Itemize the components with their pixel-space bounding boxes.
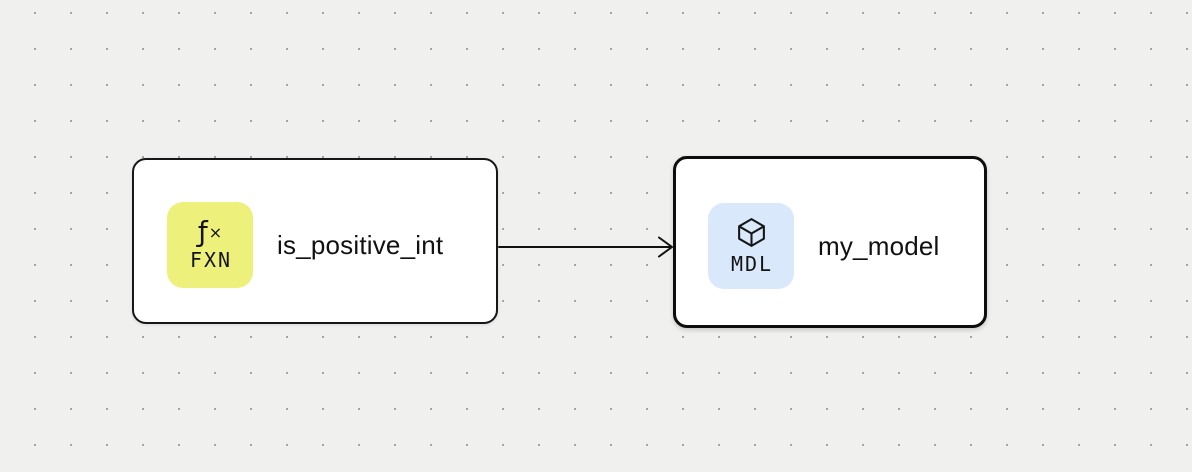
cube-icon <box>737 218 765 247</box>
node-is-positive-int[interactable]: ƒ× FXN is_positive_int <box>132 158 498 324</box>
badge-label: FXN <box>189 248 233 272</box>
function-type-badge: ƒ× FXN <box>167 202 253 288</box>
fx-glyph-x: × <box>208 223 223 242</box>
node-my-model[interactable]: MDL my_model <box>673 156 987 328</box>
node-label: my_model <box>818 230 940 261</box>
fx-icon: ƒ× <box>198 218 222 246</box>
model-type-badge: MDL <box>708 203 794 289</box>
node-content: MDL my_model <box>708 203 940 289</box>
fx-glyph-f: ƒ <box>197 215 208 248</box>
node-content: ƒ× FXN is_positive_int <box>167 202 443 288</box>
edge-is-positive-int-to-my-model[interactable] <box>498 236 673 258</box>
badge-label: MDL <box>730 252 774 276</box>
arrowhead-icon <box>658 236 673 258</box>
node-label: is_positive_int <box>277 229 444 260</box>
